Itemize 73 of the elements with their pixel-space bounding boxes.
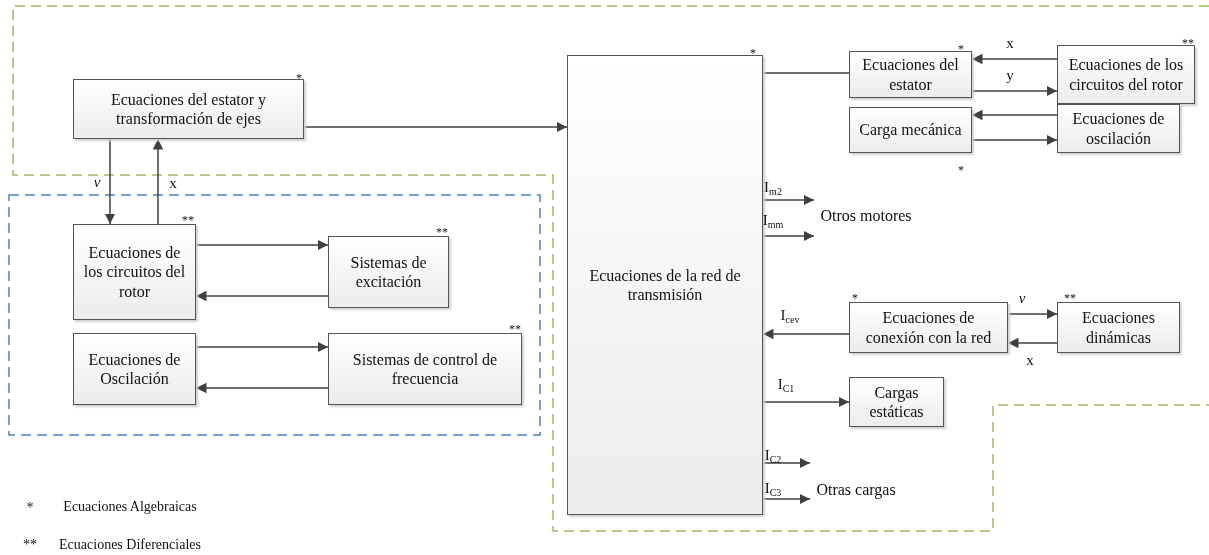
node-text: Otros motores: [814, 196, 918, 236]
edge-label: I$_{C1}$: [777, 376, 795, 392]
box-label: Ecuaciones de Oscilación: [87, 349, 182, 389]
process-box: [567, 55, 763, 515]
arrow: [762, 230, 815, 242]
edge-label: v: [93, 174, 101, 190]
equation-type-mark: *: [296, 72, 302, 84]
equation-type-mark: *: [852, 292, 858, 304]
box-label: Ecuaciones de la red de transmisión: [588, 265, 742, 305]
process-box: [328, 236, 449, 308]
process-box: [73, 79, 304, 139]
arrow: [195, 239, 329, 251]
edge-label: x: [169, 175, 177, 191]
box-label: Ecuaciones dinámicas: [1081, 308, 1156, 347]
box-label: Ecuaciones del estator y transformación de ejes: [109, 89, 267, 129]
equation-type-mark: **: [509, 323, 521, 335]
box-label: Ecuaciones de los circuitos del rotor: [1067, 55, 1185, 94]
arrow: [971, 53, 1058, 65]
arrow: [971, 109, 1058, 121]
edge-label: I$_{mm}$: [762, 212, 784, 228]
node-text: Otras cargas: [810, 470, 902, 510]
equation-type-mark: *: [958, 164, 964, 176]
process-box: [849, 377, 944, 427]
arrow: [303, 121, 568, 133]
arrow: [1007, 308, 1058, 320]
process-box: [73, 333, 196, 405]
edge-label: x: [1006, 35, 1014, 51]
equation-type-mark: **: [182, 214, 194, 226]
box-label: Ecuaciones de conexión con la red: [864, 308, 993, 347]
box-label: Cargas estáticas: [868, 382, 925, 422]
box-label: Carga mecánica: [859, 120, 962, 140]
box-label: Sistemas de excitación: [349, 252, 428, 292]
arrow: [762, 457, 811, 469]
arrow: [762, 194, 815, 206]
legend-mark: *: [26, 501, 34, 515]
process-box: [73, 224, 196, 320]
equation-type-mark: **: [1064, 292, 1076, 304]
edge-label: y: [1006, 67, 1014, 83]
equation-type-mark: *: [958, 43, 964, 55]
process-box: [1057, 104, 1180, 153]
arrow: [762, 396, 850, 408]
equation-type-mark: **: [1182, 37, 1194, 49]
arrow: [762, 493, 811, 505]
legend-mark: **: [23, 538, 37, 552]
arrow: [762, 328, 850, 340]
arrow: [195, 290, 329, 302]
box-label: Ecuaciones de oscilación: [1071, 109, 1166, 148]
equation-type-mark: *: [750, 47, 756, 59]
arrow: [104, 138, 116, 225]
legend-text: Ecuaciones Algebraicas: [63, 500, 197, 514]
process-box: [849, 51, 972, 98]
box-label: Ecuaciones del estator: [861, 55, 960, 94]
arrow: [152, 138, 164, 225]
equation-type-mark: **: [436, 226, 448, 238]
process-box: [328, 333, 522, 405]
edge-label: I$_{m2}$: [764, 179, 782, 195]
legend-text: Ecuaciones Diferenciales: [59, 538, 201, 552]
box-label: Ecuaciones de los circuitos del rotor: [82, 243, 187, 301]
edge-label: I$_{C2}$: [764, 447, 782, 463]
box-label: Sistemas de control de frecuencia: [351, 349, 499, 389]
edge-label: I$_{C3}$: [764, 480, 782, 496]
edge-label: x: [1026, 352, 1034, 368]
arrow: [1007, 337, 1058, 349]
arrow: [971, 134, 1058, 146]
arrow: [971, 85, 1058, 97]
edge-label: v: [1018, 290, 1026, 306]
process-box: [1057, 45, 1195, 104]
edge-label: I$_{cev}$: [780, 307, 800, 323]
process-box: [1057, 302, 1180, 353]
process-box: [849, 302, 1008, 353]
arrow: [195, 382, 329, 394]
arrow: [195, 341, 329, 353]
process-box: [849, 107, 972, 153]
